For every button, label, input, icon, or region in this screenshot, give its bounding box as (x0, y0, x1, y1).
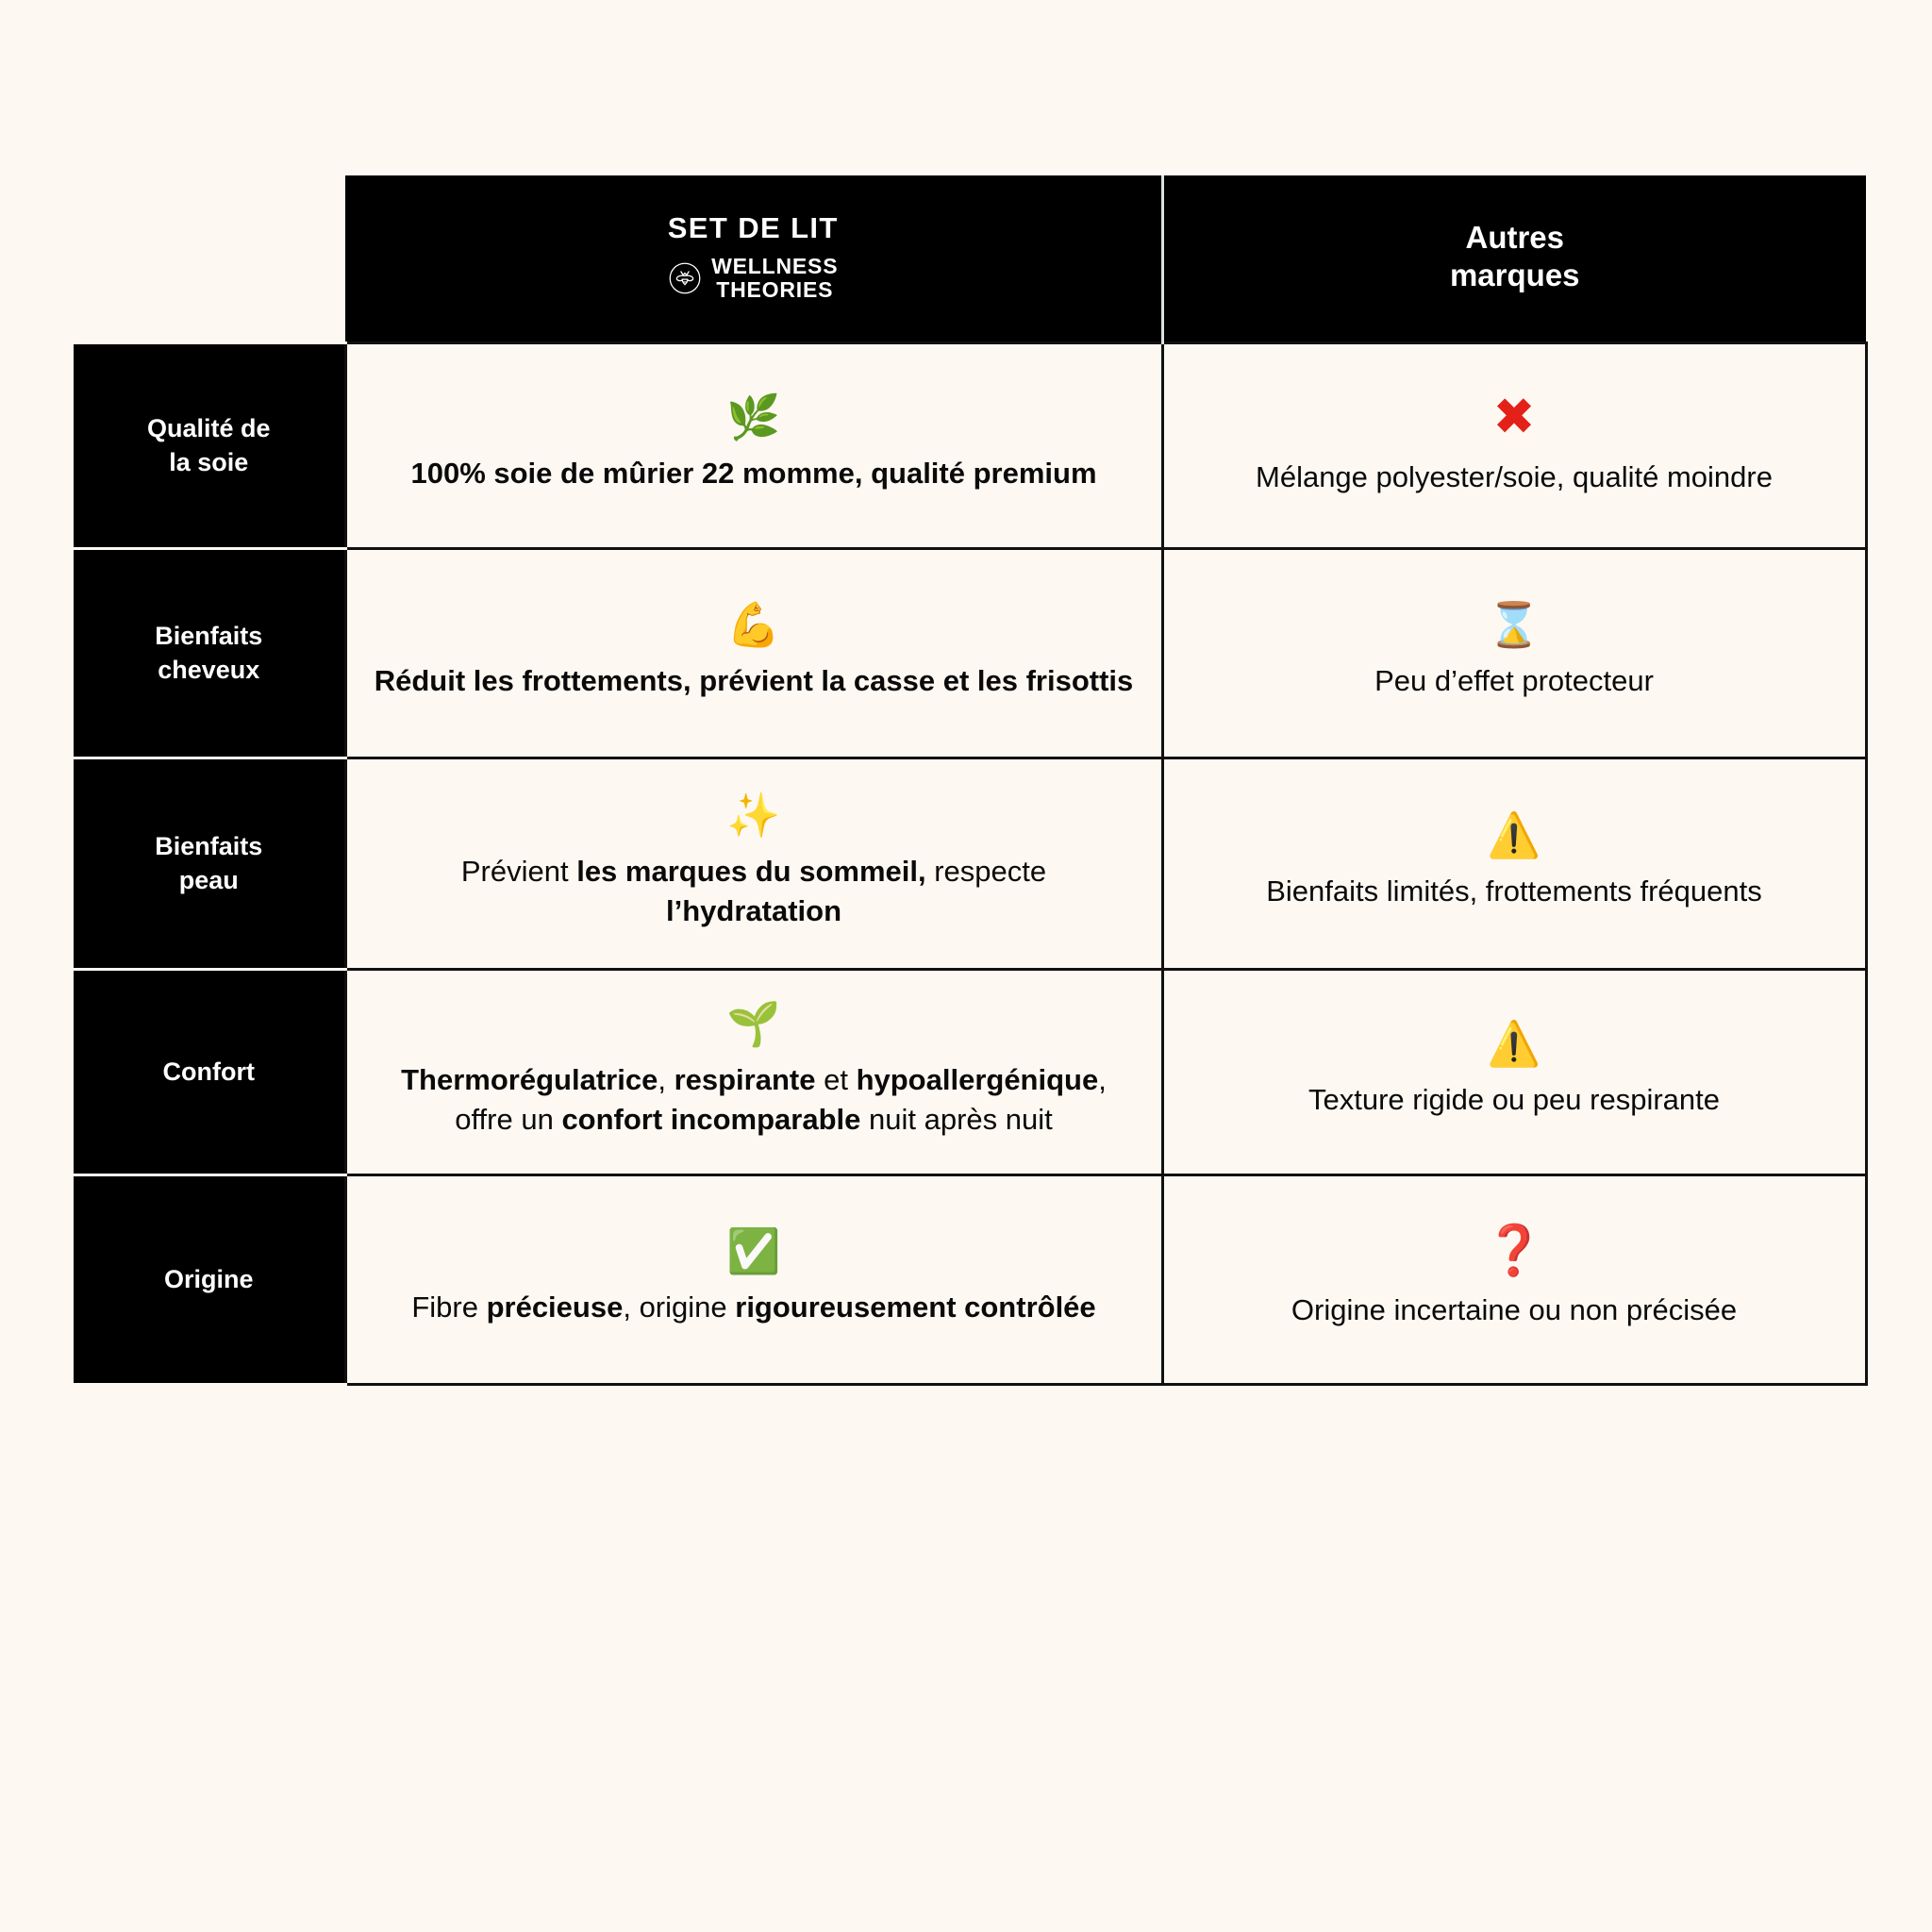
header-other-line2: marques (1449, 258, 1580, 292)
header-other-title: Autres marques (1181, 219, 1850, 295)
cell-brand-bienfaits-cheveux: 💪 Réduit les frottements, prévient la ca… (343, 547, 1164, 759)
row-label-line1: Qualité de (146, 414, 271, 443)
table-row: Bienfaits cheveux 💪 Réduit les frottemen… (74, 547, 1868, 759)
row-label-line1: Origine (163, 1264, 254, 1293)
cell-other-text: Mélange polyester/soie, qualité moindre (1256, 459, 1773, 493)
red-question-mark-icon: ❓ (1483, 1222, 1545, 1279)
row-label-confort: Confort (74, 968, 345, 1176)
header-other-column: Autres marques (1162, 175, 1866, 343)
sparkles-icon: ✨ (726, 789, 781, 841)
brand-name: WELLNESS THEORIES (711, 255, 838, 302)
header-label-spacer (74, 175, 345, 343)
cell-other-text: Origine incertaine ou non précisée (1291, 1292, 1738, 1326)
green-check-icon: ✅ (726, 1224, 781, 1276)
cell-brand-confort: 🌱 Thermorégulatrice, respirante et hypoa… (343, 968, 1164, 1176)
cell-brand-bienfaits-peau: ✨ Prévient les marques du sommeil, respe… (343, 757, 1164, 971)
cell-other-bienfaits-peau: ⚠️ Bienfaits limités, frottements fréque… (1160, 757, 1868, 971)
warning-triangle-icon: ⚠️ (1487, 1017, 1541, 1069)
flexed-biceps-icon: 💪 (726, 598, 781, 650)
cell-brand-text: Thermorégulatrice, respirante et hypoall… (401, 1062, 1107, 1136)
cell-other-text: Bienfaits limités, frottements fréquents (1266, 874, 1762, 908)
cell-other-qualite-de-la-soie: ✖ Mélange polyester/soie, qualité moindr… (1160, 341, 1868, 550)
hourglass-icon: ⌛ (1487, 598, 1541, 650)
brand-name-line1: WELLNESS (711, 253, 839, 278)
row-label-qualite-de-la-soie: Qualité de la soie (74, 341, 345, 550)
row-label-line2: cheveux (158, 655, 260, 684)
brand-lockup: WELLNESS THEORIES (362, 255, 1144, 302)
table-row: Qualité de la soie 🌿 100% soie de mûrier… (74, 341, 1868, 550)
header-other-line1: Autres (1465, 219, 1565, 255)
header-brand-title: SET DE LIT (667, 211, 839, 245)
table-row: Confort 🌱 Thermorégulatrice, respirante … (74, 968, 1868, 1176)
row-label-line2: peau (178, 865, 239, 894)
herb-leaf-icon: 🌿 (726, 391, 781, 442)
row-label-line1: Bienfaits (155, 832, 263, 861)
cell-brand-text: Réduit les frottements, prévient la cass… (374, 663, 1134, 697)
cell-other-origine: ❓ Origine incertaine ou non précisée (1160, 1174, 1868, 1386)
table-row: Bienfaits peau ✨ Prévient les marques du… (74, 757, 1868, 971)
comparison-table: SET DE LIT WELLNESS THEORIES (74, 175, 1868, 1386)
cell-brand-origine: ✅ Fibre précieuse, origine rigoureusemen… (343, 1174, 1164, 1386)
cell-other-bienfaits-cheveux: ⌛ Peu d’effet protecteur (1160, 547, 1868, 759)
header-brand-column: SET DE LIT WELLNESS THEORIES (345, 175, 1164, 343)
row-label-bienfaits-cheveux: Bienfaits cheveux (74, 547, 345, 759)
cell-other-text: Peu d’effet protecteur (1374, 663, 1654, 697)
warning-triangle-icon: ⚠️ (1487, 808, 1541, 860)
row-label-line1: Bienfaits (155, 622, 263, 651)
cell-brand-qualite-de-la-soie: 🌿 100% soie de mûrier 22 momme, qualité … (343, 341, 1164, 550)
cell-other-confort: ⚠️ Texture rigide ou peu respirante (1160, 968, 1868, 1176)
row-label-line1: Confort (162, 1057, 255, 1086)
row-label-bienfaits-peau: Bienfaits peau (74, 757, 345, 971)
cell-brand-text: Prévient les marques du sommeil, respect… (460, 854, 1047, 927)
seedling-icon: 🌱 (726, 997, 781, 1049)
row-label-origine: Origine (74, 1174, 345, 1386)
cell-brand-text: 100% soie de mûrier 22 momme, qualité pr… (410, 456, 1097, 490)
table-row: Origine ✅ Fibre précieuse, origine rigou… (74, 1174, 1868, 1386)
row-label-line2: la soie (169, 447, 249, 476)
cell-other-text: Texture rigide ou peu respirante (1308, 1082, 1720, 1116)
red-cross-icon: ✖ (1492, 386, 1536, 446)
cell-brand-text: Fibre précieuse, origine rigoureusement … (411, 1290, 1096, 1324)
table-header-row: SET DE LIT WELLNESS THEORIES (74, 175, 1866, 343)
brand-name-line2: THEORIES (716, 276, 834, 302)
bee-logo-icon (669, 262, 701, 294)
